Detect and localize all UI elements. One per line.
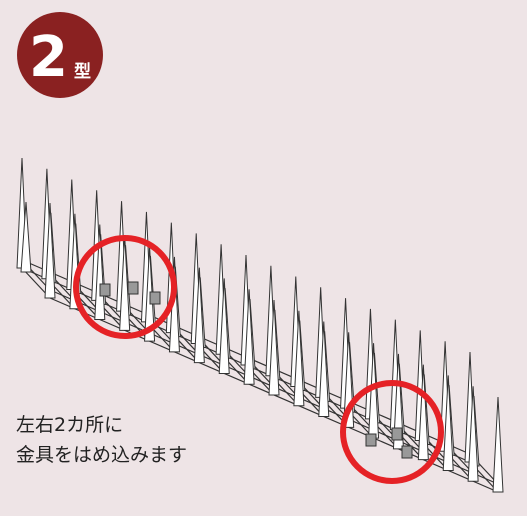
- highlight-circles: [73, 235, 444, 484]
- front-pin: [467, 386, 479, 482]
- metal-clip: [127, 281, 139, 295]
- front-pin: [442, 375, 454, 471]
- rack-pins: [16, 157, 504, 493]
- type-number: 2: [29, 25, 68, 90]
- front-pin: [492, 396, 504, 493]
- metal-clip: [149, 291, 161, 305]
- front-pin: [193, 267, 205, 364]
- front-pin: [293, 310, 305, 407]
- metal-clip: [391, 427, 403, 441]
- type-badge: 2 型: [17, 12, 103, 98]
- highlight-circle-right: [340, 380, 444, 484]
- front-pin: [218, 278, 230, 374]
- caption-line-2: 金具をはめ込みます: [16, 444, 188, 466]
- caption-line-1: 左右2カ所に: [16, 414, 124, 436]
- front-pin: [44, 202, 56, 299]
- front-pin: [392, 353, 404, 450]
- back-pin: [20, 201, 32, 273]
- front-pin: [119, 235, 131, 331]
- front-pin: [243, 289, 255, 385]
- front-pin: [417, 364, 429, 461]
- metal-clip: [99, 283, 111, 297]
- metal-clip: [365, 433, 377, 447]
- highlight-circle-left: [73, 235, 177, 339]
- type-label: 型: [73, 62, 91, 82]
- metal-clips: [99, 281, 413, 459]
- front-pin: [318, 321, 330, 418]
- metal-clip: [401, 445, 413, 459]
- front-pin: [268, 299, 280, 396]
- instruction-caption: 左右2カ所に 金具をはめ込みます: [16, 410, 187, 470]
